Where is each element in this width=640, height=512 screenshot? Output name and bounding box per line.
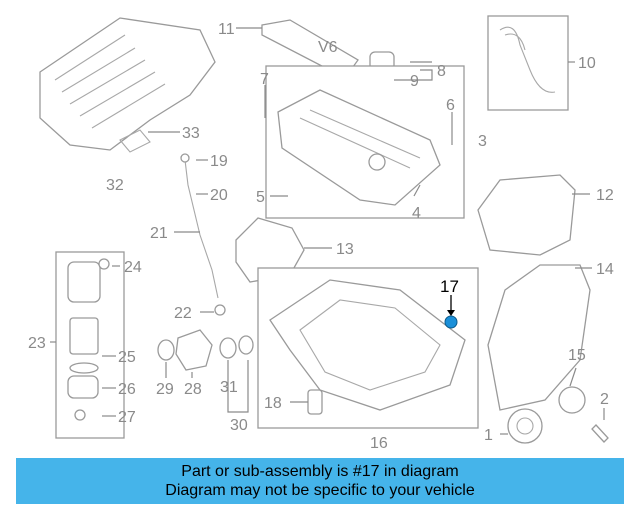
callout-7: 7 [260, 71, 269, 88]
callout-14: 14 [596, 261, 614, 278]
oil-cooler-28 [175, 329, 213, 371]
oil-level-sensor [307, 389, 323, 415]
callout-26: 26 [118, 381, 136, 398]
parts-diagram: V6 [28, 15, 614, 452]
crank-seal [558, 386, 586, 414]
crank-pulley [507, 408, 543, 444]
front-cover [487, 264, 591, 411]
bolt-2 [591, 424, 609, 443]
engine-badge: V6 [318, 39, 338, 56]
seal-31 [219, 337, 237, 359]
callout-23: 23 [28, 335, 46, 352]
callout-33: 33 [182, 125, 200, 142]
callout-1: 1 [484, 427, 493, 444]
oil-filter-housing [67, 261, 101, 421]
valve-cover [277, 89, 441, 206]
banner-line-1: Part or sub-assembly is #17 in diagram [181, 463, 459, 480]
callout-2: 2 [600, 391, 609, 408]
intake-manifold [39, 17, 216, 153]
callout-32: 32 [106, 177, 124, 194]
info-banner: Part or sub-assembly is #17 in diagram D… [16, 458, 624, 504]
callout-25: 25 [118, 349, 136, 366]
callout-21: 21 [150, 225, 168, 242]
callout-27: 27 [118, 409, 136, 426]
callout-28: 28 [184, 381, 202, 398]
callout-6: 6 [446, 97, 455, 114]
callout-22: 22 [174, 305, 192, 322]
banner-line-2: Diagram may not be specific to your vehi… [165, 482, 475, 499]
callout-9: 9 [410, 73, 419, 90]
callout-29: 29 [156, 381, 174, 398]
callout-31: 31 [220, 379, 238, 396]
callout-5: 5 [256, 189, 265, 206]
callout-8: 8 [437, 63, 446, 80]
callout-19: 19 [210, 153, 228, 170]
dipstick [184, 159, 219, 299]
callout-12: 12 [596, 187, 614, 204]
seal-plate [235, 217, 305, 283]
callout-16: 16 [370, 435, 388, 452]
callout-13: 13 [336, 241, 354, 258]
callout-17: 17 [440, 277, 459, 296]
callout-24: 24 [124, 259, 142, 276]
drain-plug-17 [444, 315, 458, 329]
filter-cap-24 [98, 258, 110, 270]
callout-30: 30 [230, 417, 248, 434]
callout-11: 11 [218, 21, 235, 38]
leader-lines [50, 27, 605, 435]
breather-hose-box [487, 15, 569, 111]
timing-cover [477, 174, 576, 256]
callout-4: 4 [412, 205, 421, 222]
callout-18: 18 [264, 395, 282, 412]
callout-3: 3 [478, 133, 487, 150]
breather-hose [499, 26, 556, 93]
callout-10: 10 [578, 55, 596, 72]
gasket-29 [157, 339, 175, 361]
callout-15: 15 [568, 347, 586, 364]
callout-20: 20 [210, 187, 228, 204]
callout-labels: 11 8 9 10 7 6 3 5 4 33 32 19 20 21 13 12… [28, 21, 614, 452]
oil-pan [269, 279, 466, 411]
